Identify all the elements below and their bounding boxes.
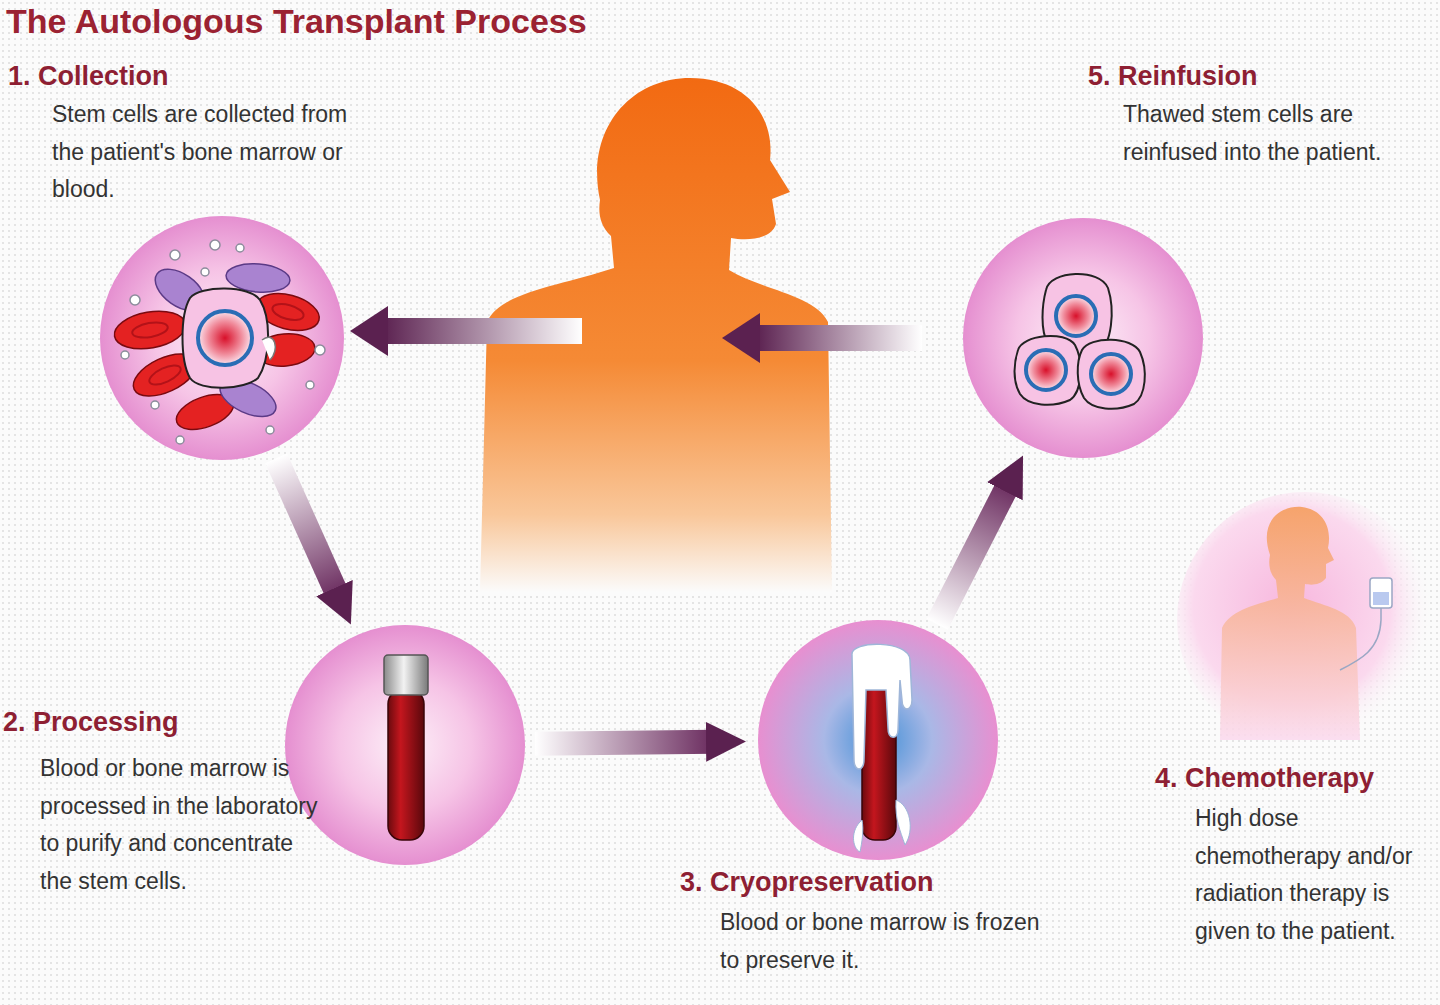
step-description: Blood or bone marrow is frozen to preser… <box>720 904 1060 979</box>
flow-arrow <box>937 484 1008 624</box>
flow-arrow <box>535 742 714 744</box>
diagram-title: The Autologous Transplant Process <box>6 2 587 41</box>
step-circle <box>1187 502 1423 738</box>
step-description: High dose chemotherapy and/or radiation … <box>1195 800 1427 950</box>
step-description: Blood or bone marrow is processed in the… <box>40 750 320 900</box>
step-circle <box>963 218 1203 458</box>
step-node: 4. ChemotherapyHigh dose chemotherapy an… <box>1187 502 1423 738</box>
step-circle <box>285 625 525 865</box>
step-node: 3. CryopreservationBlood or bone marrow … <box>758 620 998 860</box>
step-heading: 1. Collection <box>8 60 169 92</box>
step-heading: 4. Chemotherapy <box>1155 762 1374 794</box>
step-circle <box>758 620 998 860</box>
step-node: 5. ReinfusionThawed stem cells are reinf… <box>963 218 1203 458</box>
step-heading: 3. Cryopreservation <box>680 866 934 898</box>
step-description: Thawed stem cells are reinfused into the… <box>1123 96 1408 171</box>
step-heading: 5. Reinfusion <box>1088 60 1258 92</box>
step-node: 1. CollectionStem cells are collected fr… <box>100 216 344 460</box>
flow-arrow <box>276 458 338 595</box>
step-node: 2. ProcessingBlood or bone marrow is pro… <box>285 625 525 865</box>
step-heading: 2. Processing <box>3 706 179 738</box>
step-description: Stem cells are collected from the patien… <box>52 96 382 209</box>
step-circle <box>100 216 344 460</box>
